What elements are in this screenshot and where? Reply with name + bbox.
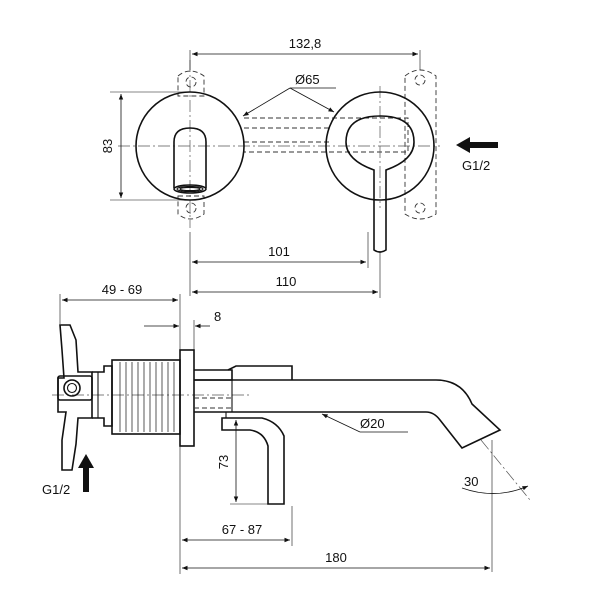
dim-110: 110: [276, 274, 297, 289]
thread-lines: [119, 362, 175, 432]
spout-collar: [194, 369, 233, 381]
side-lever: [221, 417, 285, 505]
left-handle-body: [173, 127, 207, 188]
inlet-fitting: [57, 375, 93, 401]
coupling-body: [92, 365, 113, 427]
inlet-arrow-right: [456, 137, 498, 153]
dim-8: 8: [214, 309, 221, 324]
mounting-bracket: [57, 324, 93, 471]
lever: [345, 115, 415, 253]
spout: [194, 379, 502, 449]
dim-180: 180: [325, 550, 347, 565]
dim-73: 73: [216, 455, 231, 469]
dim-diameter-20: Ø20: [360, 416, 385, 431]
wall-plate: [179, 349, 195, 447]
dim-49-69: 49 - 69: [102, 282, 142, 297]
inlet-label-side: G1/2: [42, 482, 70, 497]
dim-diameter-65: Ø65: [295, 72, 320, 87]
dim-83: 83: [100, 139, 115, 153]
dim-angle-30: 30: [464, 474, 478, 489]
inlet-arrow-bottom: [78, 454, 94, 492]
dim-101: 101: [268, 244, 290, 259]
inlet-label-plan: G1/2: [462, 158, 490, 173]
right-rosette: [325, 91, 435, 201]
dim-67-87: 67 - 87: [222, 522, 262, 537]
dim-132-8: 132,8: [289, 36, 322, 51]
left-handle-outlet: [173, 184, 207, 194]
side-view: 49 - 69 8 Ø20 73 G1/2 30 67 - 87 180: [42, 282, 531, 574]
threaded-body: [111, 359, 181, 435]
plan-view: 132,8 83 Ø65 G1/2 101 110: [100, 36, 498, 298]
